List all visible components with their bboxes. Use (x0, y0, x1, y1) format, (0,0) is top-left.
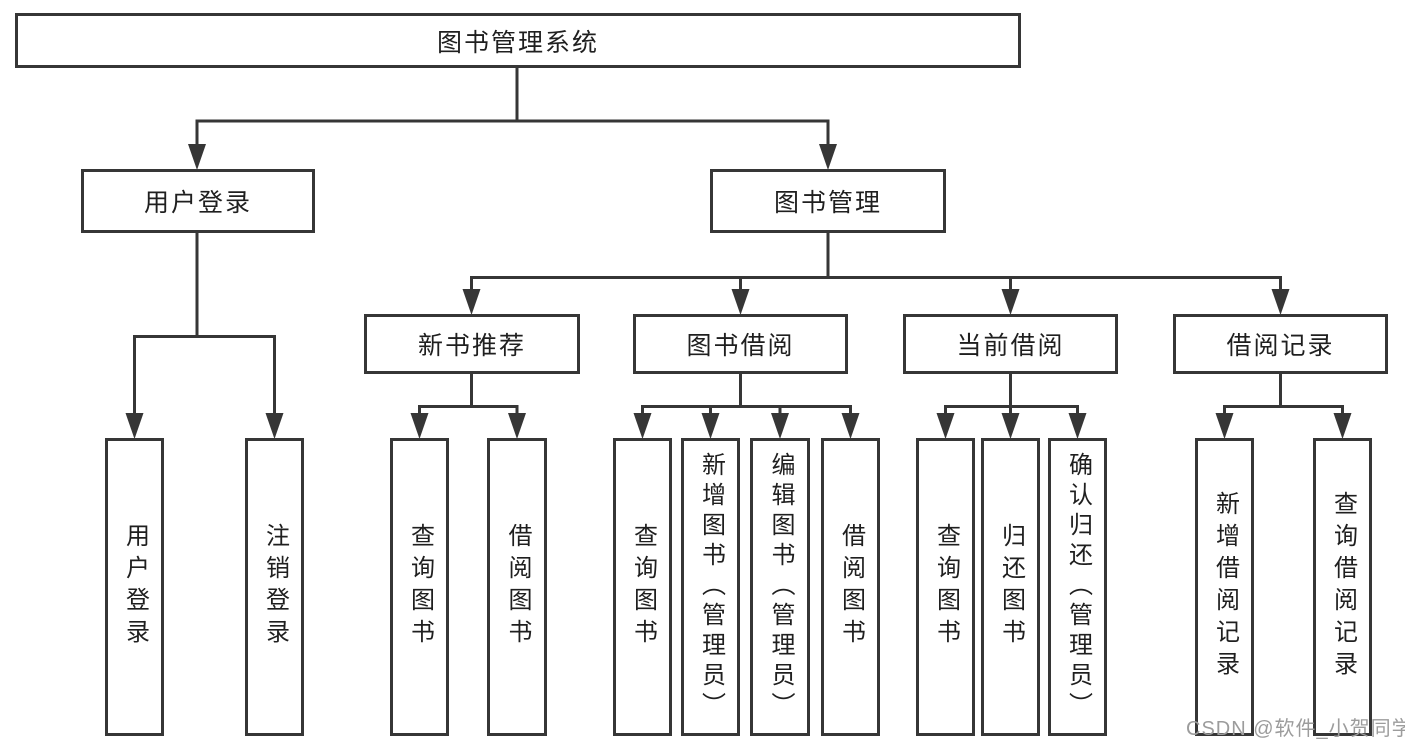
node-root: 图书管理系统 (15, 13, 1021, 68)
arrowhead-icons (125, 144, 1352, 439)
leaf-user-login: 用户登录 (105, 438, 164, 736)
node-current-borrowing: 当前借阅 (903, 314, 1118, 374)
leaf-borrow-books-recommend: 借阅图书 (487, 438, 547, 736)
leaf-query-books-borrowing: 查询图书 (613, 438, 672, 736)
leaf-logout: 注销登录 (245, 438, 304, 736)
node-user-login: 用户登录 (81, 169, 315, 233)
leaf-add-borrow-record: 新增借阅记录 (1195, 438, 1254, 736)
node-book-management: 图书管理 (710, 169, 946, 233)
node-new-book-recommend: 新书推荐 (364, 314, 580, 374)
leaf-borrow-books: 借阅图书 (821, 438, 880, 736)
leaf-query-books-current: 查询图书 (916, 438, 975, 736)
leaf-edit-books-admin: 编辑图书（管理员） (750, 438, 810, 736)
node-borrowing-records: 借阅记录 (1173, 314, 1388, 374)
leaf-query-books-recommend: 查询图书 (390, 438, 449, 736)
leaf-query-borrow-record: 查询借阅记录 (1313, 438, 1372, 736)
leaf-confirm-return-admin: 确认归还（管理员） (1048, 438, 1107, 736)
leaf-return-books: 归还图书 (981, 438, 1040, 736)
leaf-add-books-admin: 新增图书（管理员） (681, 438, 740, 736)
node-book-borrowing: 图书借阅 (633, 314, 848, 374)
csdn-watermark: CSDN @软件_小贺同学 (1186, 718, 1405, 740)
